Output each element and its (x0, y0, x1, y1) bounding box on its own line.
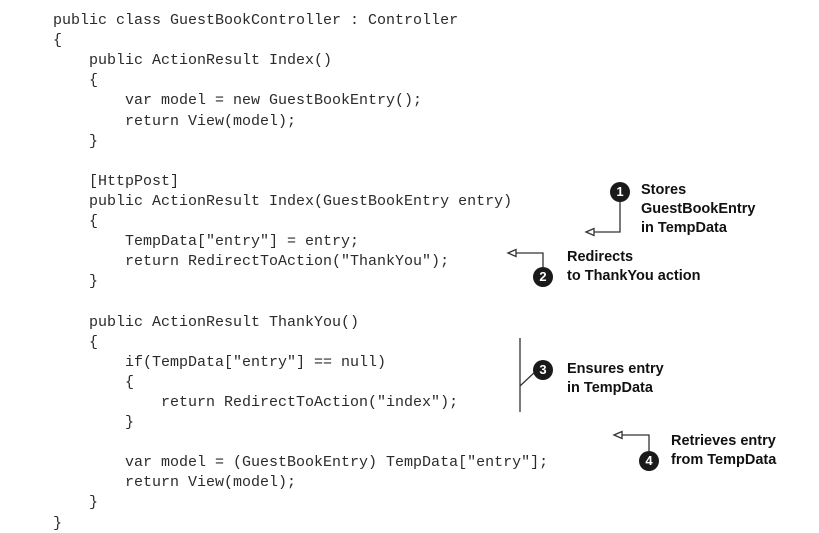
code-line: { (53, 72, 99, 90)
callout-1-line-1: Stores (641, 182, 687, 198)
callout-1-arrowhead (584, 227, 595, 237)
callout-4-line-1: Retrieves entry (671, 433, 776, 449)
code-line: return View(model); (53, 474, 297, 492)
callout-1-badge: 1 (610, 182, 630, 202)
code-line: { (53, 213, 99, 230)
code-line: } (53, 414, 135, 431)
code-line: return View(model); (53, 112, 297, 130)
code-line: var model = (GuestBookEntry) TempData["e… (53, 454, 549, 472)
code-line: TempData["entry"] = entry; (53, 233, 360, 251)
callout-3-badge: 3 (533, 360, 553, 380)
code-line: return RedirectToAction("ThankYou"); (53, 253, 450, 271)
code-line: public ActionResult ThankYou() (53, 313, 360, 331)
code-line: [HttpPost] (53, 172, 180, 190)
code-line: public ActionResult Index(GuestBookEntry… (53, 192, 513, 210)
code-line: public ActionResult Index() (53, 52, 333, 70)
callout-2-connector (514, 252, 544, 268)
callout-1-text: Stores GuestBookEntry in TempData (641, 181, 755, 238)
callout-4-connector (620, 434, 650, 452)
code-line: { (53, 373, 135, 391)
callout-4-text: Retrieves entry from TempData (671, 432, 776, 470)
callout-4-arrowhead (612, 430, 623, 440)
code-line: } (53, 494, 99, 512)
code-line: { (53, 32, 63, 50)
callout-3-text: Ensures entry in TempData (567, 360, 664, 398)
callout-4-line-2: from TempData (671, 452, 777, 468)
callout-2-line-1: Redirects (567, 249, 634, 265)
callout-4-badge: 4 (639, 451, 659, 471)
code-line: } (53, 514, 63, 532)
code-line: { (53, 333, 99, 351)
callout-2-badge: 2 (533, 267, 553, 287)
code-line: public class GuestBookController : Contr… (53, 12, 459, 29)
callout-3-line-2: in TempData (567, 380, 653, 396)
callout-2-arrowhead (506, 248, 517, 258)
code-line: return RedirectToAction("index"); (53, 393, 459, 411)
callout-1-line-2: GuestBookEntry (641, 201, 756, 217)
code-line: } (53, 132, 99, 150)
callout-1-connector (592, 199, 621, 233)
callout-3-line-1: Ensures entry (567, 361, 664, 377)
code-line: var model = new GuestBookEntry(); (53, 92, 423, 110)
code-line: } (53, 273, 99, 291)
callout-2-text: Redirects to ThankYou action (567, 248, 700, 286)
callout-1-line-3: in TempData (641, 220, 727, 236)
code-line: if(TempData["entry"] == null) (53, 353, 387, 371)
callout-2-line-2: to ThankYou action (567, 268, 701, 284)
